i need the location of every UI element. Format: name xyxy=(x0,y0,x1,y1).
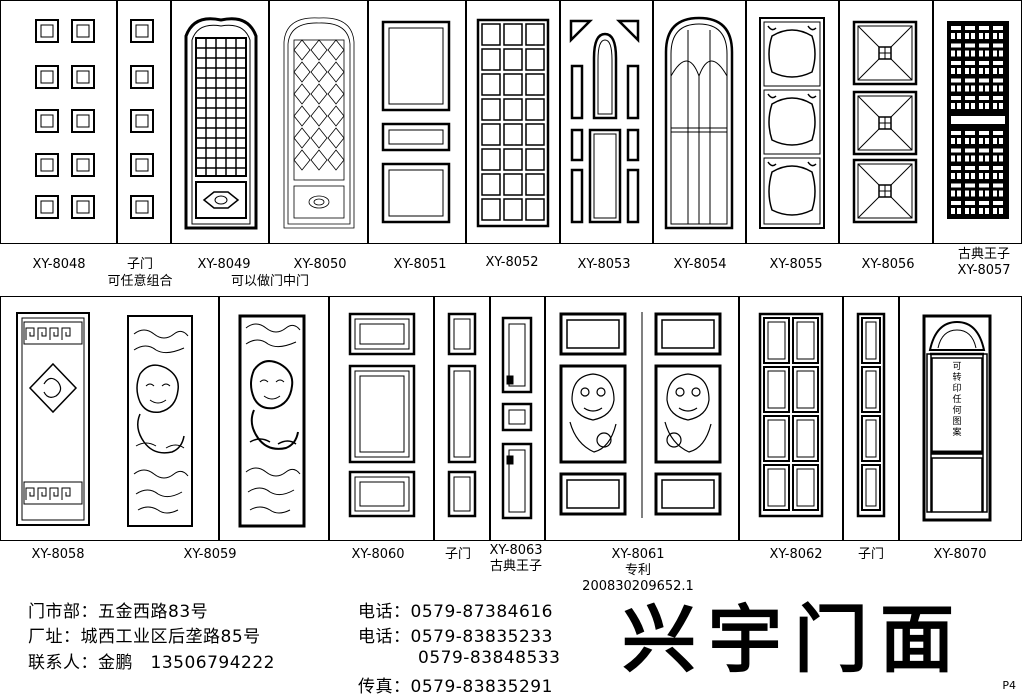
brand-title: 兴宇门面 xyxy=(622,597,966,683)
divider xyxy=(559,0,561,244)
door-xy-8053 xyxy=(569,19,640,224)
label-xy-8050: XY-8050 xyxy=(293,257,347,272)
divider xyxy=(465,0,467,244)
door-8070-print-char: 可 xyxy=(952,362,962,372)
door-8070-print-char: 任 xyxy=(952,395,962,405)
label-xy-8049: XY-8049 xyxy=(197,257,251,272)
door-xy-8061 xyxy=(559,312,722,518)
label-xy-8062: XY-8062 xyxy=(769,547,823,562)
door-xy-8051 xyxy=(381,20,451,224)
label-classic-prince: 古典王子 xyxy=(957,247,1010,262)
label-combination-note: 可任意组合 xyxy=(107,274,173,289)
page-number: P4 xyxy=(1002,679,1016,692)
label-sub-door: 子门 xyxy=(126,257,153,272)
divider xyxy=(842,296,844,541)
door-xy-8055 xyxy=(759,17,825,229)
divider xyxy=(116,0,118,244)
fax: 传真：0579-83835291 xyxy=(358,677,553,697)
door-xy-8062 xyxy=(758,312,824,518)
phone-3: 0579-83848533 xyxy=(418,648,561,668)
label-xy-8057: XY-8057 xyxy=(957,263,1011,278)
door-xy-8054 xyxy=(664,16,734,230)
catalog-row-2 xyxy=(0,296,1022,541)
door-xy-8057 xyxy=(947,21,1009,219)
divider xyxy=(544,296,546,541)
label-xy-8059: XY-8059 xyxy=(183,547,237,562)
door-8070-print-char: 转 xyxy=(952,373,962,383)
divider xyxy=(489,296,491,541)
divider xyxy=(367,0,369,244)
door-sub-3 xyxy=(856,312,886,518)
contact-person: 联系人：金鹏 13506794222 xyxy=(28,653,275,673)
door-xy-8058 xyxy=(16,312,90,526)
label-xy-8056: XY-8056 xyxy=(861,257,915,272)
label-classic-prince-2: 古典王子 xyxy=(489,559,542,574)
door-xy-8063 xyxy=(501,316,533,520)
door-xy-8070 xyxy=(922,314,992,522)
shop-address: 门市部：五金西路83号 xyxy=(28,602,209,622)
door-sub-1 xyxy=(130,19,154,219)
label-xy-8063: XY-8063 xyxy=(489,543,543,558)
label-xy-8051: XY-8051 xyxy=(393,257,447,272)
divider xyxy=(898,296,900,541)
divider xyxy=(328,296,330,541)
door-xy-8059 xyxy=(127,315,193,527)
door-8070-print-char: 何 xyxy=(952,406,962,416)
label-xy-8055: XY-8055 xyxy=(769,257,823,272)
divider xyxy=(218,296,220,541)
divider xyxy=(838,0,840,244)
phone-2: 电话：0579-83835233 xyxy=(358,627,553,647)
label-xy-8053: XY-8053 xyxy=(577,257,631,272)
label-xy-8048: XY-8048 xyxy=(32,257,86,272)
catalog-row-1 xyxy=(0,0,1022,244)
divider xyxy=(932,0,934,244)
label-patent-number: 200830209652.1 xyxy=(582,579,694,594)
label-door-in-door-note: 可以做门中门 xyxy=(230,274,309,289)
door-8070-print-char: 印 xyxy=(952,384,962,394)
label-patent: 专利 xyxy=(624,563,651,578)
door-xy-8050 xyxy=(283,17,355,229)
label-sub-door-2: 子门 xyxy=(444,547,471,562)
divider xyxy=(738,296,740,541)
divider xyxy=(433,296,435,541)
divider xyxy=(745,0,747,244)
phone-1: 电话：0579-87384616 xyxy=(358,602,553,622)
label-sub-door-3: 子门 xyxy=(857,547,884,562)
label-xy-8060: XY-8060 xyxy=(351,547,405,562)
door-xy-8059-pair xyxy=(238,314,306,528)
divider xyxy=(170,0,172,244)
label-xy-8070: XY-8070 xyxy=(933,547,987,562)
door-xy-8060 xyxy=(348,312,416,518)
door-xy-8056 xyxy=(852,20,918,224)
divider xyxy=(652,0,654,244)
door-xy-8052 xyxy=(476,18,550,228)
door-8070-print-char: 案 xyxy=(952,428,962,438)
label-xy-8061: XY-8061 xyxy=(611,547,665,562)
door-sub-2 xyxy=(447,312,477,518)
label-xy-8054: XY-8054 xyxy=(673,257,727,272)
divider xyxy=(268,0,270,244)
label-xy-8058: XY-8058 xyxy=(31,547,85,562)
door-xy-8048 xyxy=(35,19,95,219)
door-xy-8049 xyxy=(184,17,258,230)
door-8070-print-char: 图 xyxy=(952,417,962,427)
label-xy-8052: XY-8052 xyxy=(485,255,539,270)
factory-address: 厂址：城西工业区后垄路85号 xyxy=(28,627,261,647)
